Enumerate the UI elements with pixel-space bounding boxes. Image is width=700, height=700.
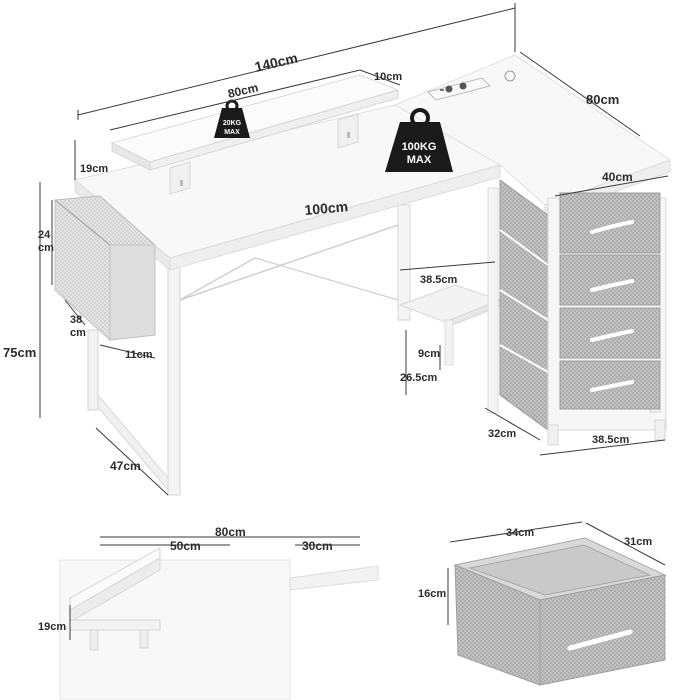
dim-shelf-width: 80cm — [227, 80, 260, 101]
dim-side-length: 80cm — [586, 92, 619, 107]
drawer-front-1 — [559, 192, 661, 254]
monitor-shelf — [110, 74, 400, 195]
shelf-load-line2: MAX — [224, 129, 240, 136]
dim-bag-height: 24 — [38, 229, 51, 241]
inset-right-section: 30cm — [302, 539, 333, 553]
power-outlet-icon — [427, 70, 516, 101]
dimension-labels: 140cm 80cm 10cm 19cm 80cm 40cm 100cm 24 … — [3, 50, 633, 473]
drawer-front-2 — [559, 254, 661, 306]
drawer-handle-icon — [590, 329, 634, 342]
dim-bag-width-unit: cm — [70, 327, 86, 339]
shelf-load-line1: 20KG — [223, 120, 242, 127]
desk-legs — [87, 204, 411, 496]
dim-desk-depth: 47cm — [110, 459, 141, 473]
dim-bag-height-unit: cm — [38, 242, 54, 254]
drawer-front-4 — [559, 360, 661, 410]
inset-left-section: 50cm — [170, 539, 201, 553]
drawer-cabinet — [487, 179, 667, 446]
drawer-handle-icon — [567, 629, 633, 651]
dim-inner-shelf-clearance: 9cm — [418, 348, 440, 360]
dim-desk-height: 75cm — [3, 345, 36, 360]
dim-inner-shelf-width: 38.5cm — [420, 274, 458, 286]
dim-total-width: 140cm — [253, 50, 299, 75]
inset-shelf-height: 19cm — [38, 621, 66, 633]
storage-bag — [54, 195, 156, 342]
dimension-lines — [39, 3, 669, 496]
dim-bag-depth: 11cm — [125, 349, 153, 361]
dim-shelf-depth: 10cm — [374, 71, 402, 83]
dim-inner-shelf-height: 26.5cm — [400, 372, 438, 384]
dim-desk-length: 100cm — [304, 198, 349, 218]
l-shaped-desk: 20KG MAX 100KG MAX — [54, 54, 672, 496]
drawer-handle-icon — [590, 380, 634, 392]
desk-load-line1: 100KG — [402, 141, 437, 153]
weight-icon: 20KG MAX — [214, 99, 250, 138]
desk-load-line2: MAX — [407, 154, 432, 166]
dim-cabinet-depth: 32cm — [488, 428, 516, 440]
inset-overall: 80cm — [215, 525, 246, 539]
fabric-drawer-inset: 34cm 31cm 16cm — [418, 521, 667, 686]
drawer-width: 34cm — [506, 527, 534, 539]
drawer-front-3 — [559, 307, 661, 359]
drawer-handle-icon — [590, 279, 634, 292]
shelf-top-view-inset: 80cm 50cm 30cm 19cm — [38, 525, 379, 700]
weight-icon: 100KG MAX — [385, 108, 453, 172]
dim-cabinet-width: 40cm — [602, 170, 633, 184]
drawer-height: 16cm — [418, 588, 446, 600]
dim-cabinet-front-width: 38.5cm — [592, 434, 630, 446]
drawer-depth: 31cm — [624, 536, 652, 548]
dim-bag-width: 38 — [70, 314, 82, 326]
dim-shelf-height: 19cm — [80, 163, 108, 175]
drawer-handle-icon — [590, 220, 634, 234]
